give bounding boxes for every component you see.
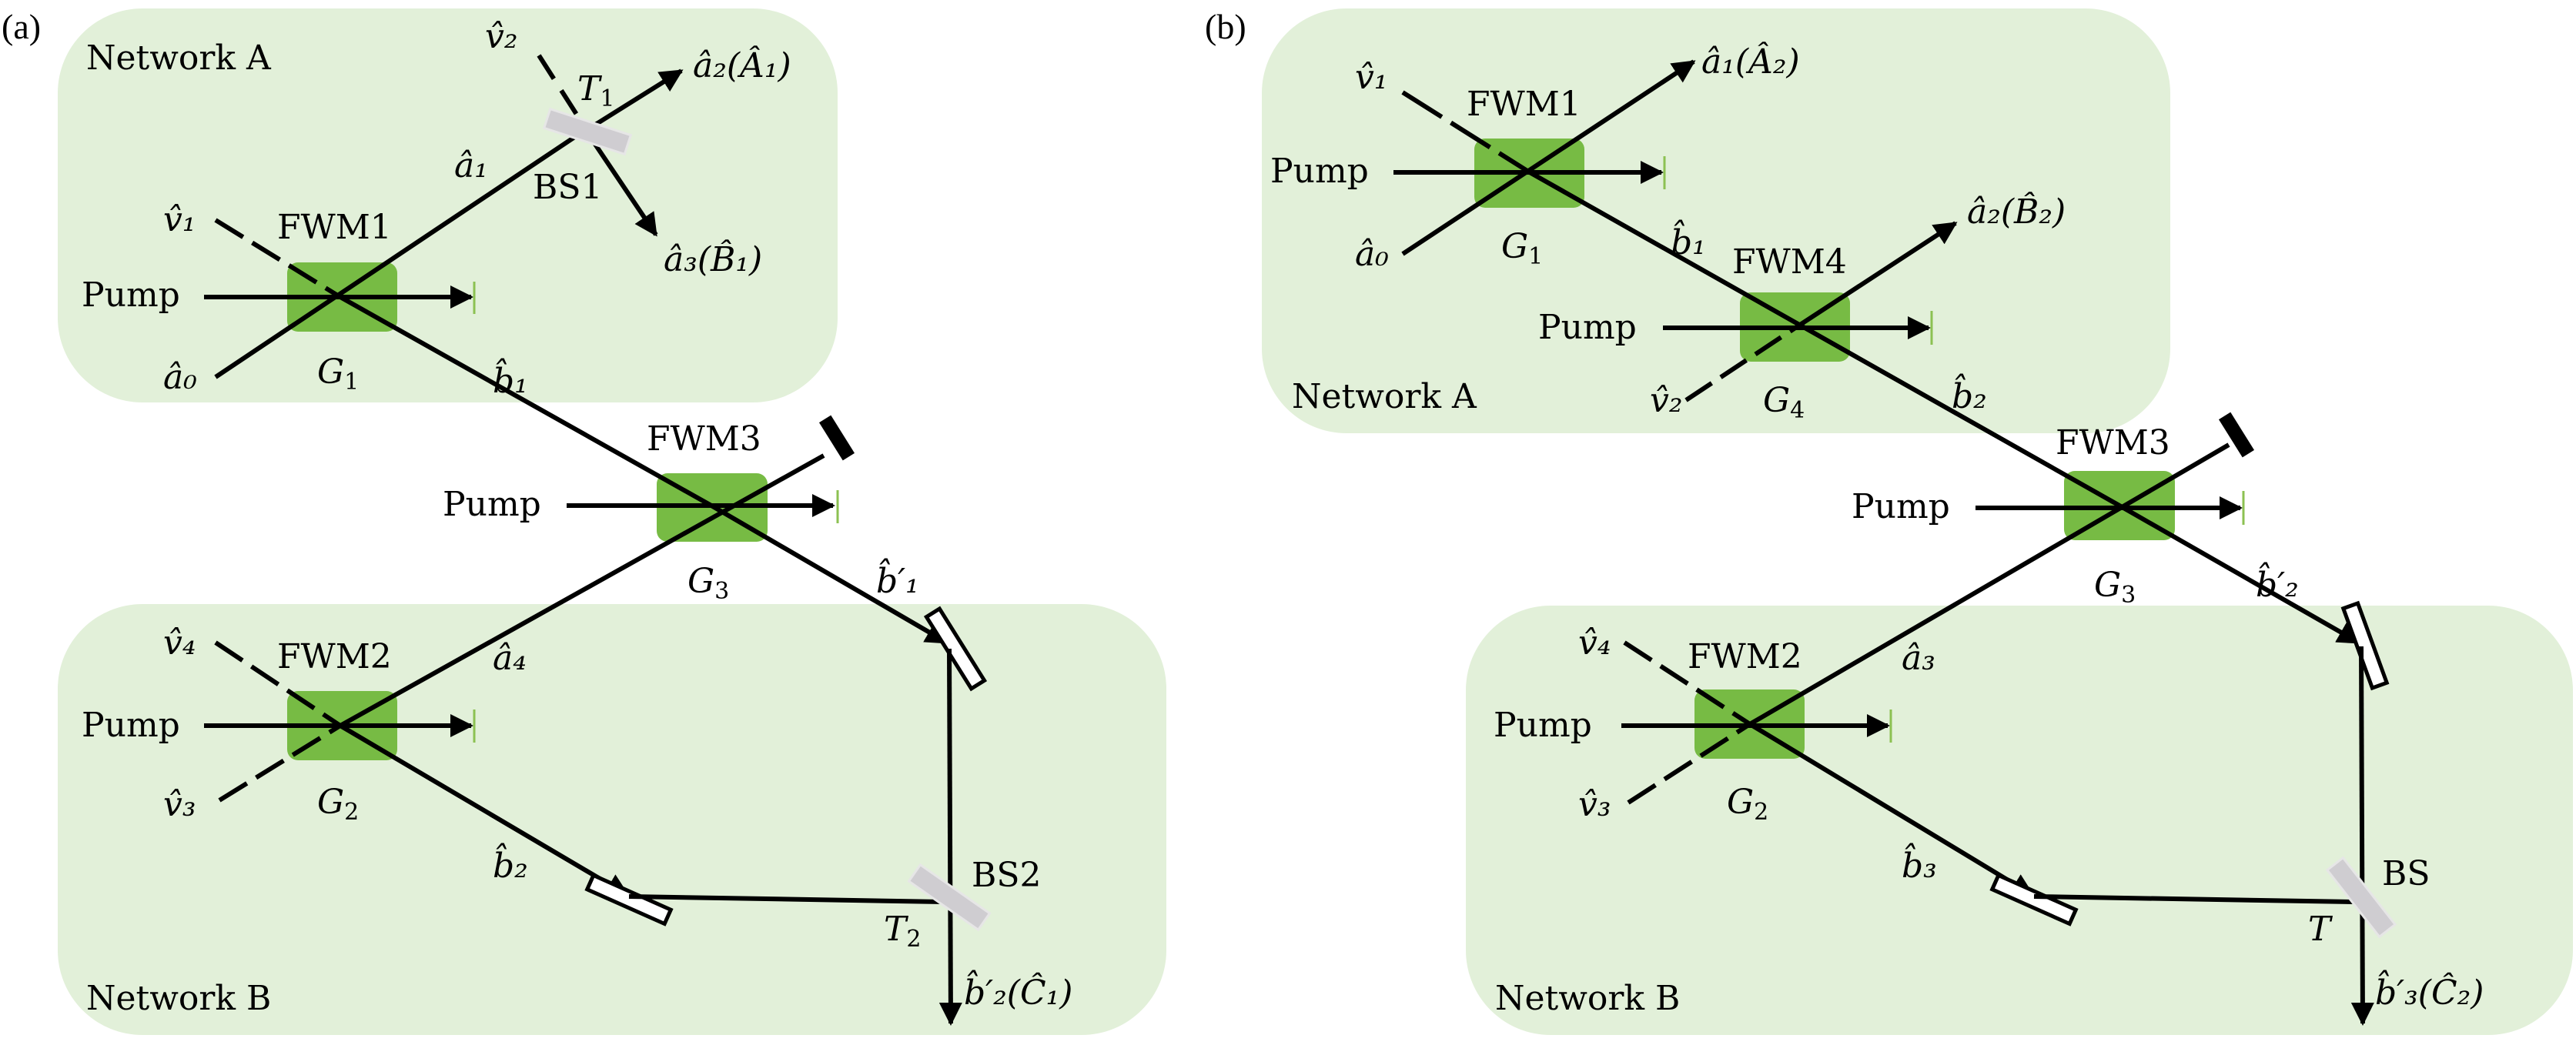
beam-b2-prime-b [2118,503,2361,645]
panel-b: (b) Network A Network B [1205,7,2573,1035]
mode-b1-prime: b̂′₁ [876,556,919,601]
mode-v3: v̂₃ [163,785,196,824]
beam-b3-b [1748,722,2035,897]
gain-g2: G2 [317,783,359,826]
vacuum-v1-b [1401,90,1531,175]
beam-a3-b [1748,442,2230,726]
network-b-label: Network B [86,979,271,1018]
bs1-label: BS1 [533,168,602,207]
mode-b2: b̂₂ [493,841,528,886]
bs2-label: BS2 [972,856,1041,895]
mode-v1: v̂₁ [163,200,196,239]
transmission-t-b: T [2308,910,2333,949]
mode-b2-prime-b: b̂′₂ [2256,560,2299,605]
beam-b1 [339,295,713,508]
transmission-t2: T2 [884,910,921,953]
output-a3 [589,137,658,237]
mirror-2 [584,873,674,926]
mode-b1-b: b̂₁ [1671,218,1706,262]
vacuum-v2 [537,54,589,132]
mode-a3-b: â₃ [1902,639,1935,678]
fwm3-label: FWM3 [647,419,761,459]
mode-v2: v̂₂ [485,17,518,56]
beam-a1 [214,128,587,379]
gain-g1: G1 [317,352,359,396]
pump-label-fwm2-b: Pump [1494,706,1592,745]
beam-splitter-bs-b [2325,856,2397,939]
fwm3-label-b: FWM3 [2056,423,2170,462]
pump-label-fwm2: Pump [82,706,180,745]
beam-block [818,415,855,461]
network-b-region-b [1466,606,2573,1035]
panel-b-tag: (b) [1205,7,1246,46]
pump-label-fwm3-b: Pump [1852,487,1950,526]
beam-splitter-bs2 [907,863,992,932]
network-a-region [58,8,838,402]
output-a3-label: â₃(B̂₁) [664,239,762,279]
vacuum-v4-b [1623,640,1751,726]
output-a2-b-label: â₂(B̂₂) [1967,191,2066,232]
pump-label-fwm1-b: Pump [1270,152,1369,191]
beam-splitter-bs1 [542,107,633,156]
pump-label-fwm3: Pump [443,485,541,524]
output-a2-label: â₂(Â₁) [693,45,791,85]
mirror-1-b [2340,600,2390,691]
beam-b3-to-bs [2033,894,2355,904]
beam-block-b [2218,412,2255,458]
fwm1-label-b: FWM1 [1467,85,1581,124]
output-b2-prime [938,648,962,1026]
beam-b2-to-bs2 [628,894,944,904]
network-b-region [58,604,1166,1035]
vacuum-v4 [214,640,342,728]
fwm2-label-b: FWM2 [1688,637,1802,676]
output-b3-prime-b [2350,646,2374,1026]
pump-label-fwm1: Pump [82,275,180,315]
fwm2-label: FWM2 [277,637,392,676]
mode-v3-b: v̂₃ [1578,785,1611,824]
bs-label-b: BS [2382,854,2430,893]
network-a-label: Network A [86,38,272,78]
mode-v4-b: v̂₄ [1578,623,1611,663]
mode-v4: v̂₄ [163,623,196,663]
output-a2-b [1794,221,1958,330]
mode-a1: â₁ [454,146,488,185]
beam-b1-b2 [1528,170,2121,508]
mode-a0-b: â₀ [1355,235,1389,274]
mode-a0: â₀ [163,358,197,397]
beam-b1-prime [710,503,949,645]
pump-label-fwm4: Pump [1538,308,1637,347]
vacuum-v3-b [1627,722,1751,805]
gain-g2-b: G2 [1727,783,1768,826]
gain-g4: G4 [1763,381,1805,424]
output-b2-prime-label: b̂′₂(Ĉ₁) [964,968,1072,1013]
mode-a4: â₄ [493,639,527,678]
vacuum-v1 [214,218,342,299]
panel-a: (a) Network A Network B [2,7,1166,1035]
output-a1-b-label: â₁(Â₂) [1701,41,1800,82]
network-b-label-b: Network B [1495,979,1680,1018]
mode-v2-b: v̂₂ [1650,381,1683,420]
mode-b2-b: b̂₂ [1952,372,1987,416]
output-a2 [585,68,684,132]
vacuum-v3 [218,723,342,803]
network-a-region-b [1262,8,2170,433]
fwm1-label: FWM1 [277,208,392,247]
fwm4-label: FWM4 [1732,242,1847,282]
beam-b2 [339,723,630,897]
gain-g3-b: G3 [2094,566,2136,609]
network-a-label-b: Network A [1292,377,1477,416]
mode-v1-b: v̂₁ [1355,58,1388,97]
output-b3-prime-b-label: b̂′₃(Ĉ₂) [2375,968,2484,1013]
mode-b1: b̂₁ [493,356,528,401]
mirror-2-b [1989,873,2079,926]
vacuum-v2-b [1684,326,1797,402]
gain-g3: G3 [687,562,729,605]
output-a1-b [1401,59,1696,256]
transmission-t1: T1 [577,69,614,112]
mode-b3-b: b̂₃ [1902,841,1937,886]
beam-a4 [339,453,825,728]
panel-a-tag: (a) [2,7,41,46]
gain-g1-b: G1 [1501,227,1543,270]
